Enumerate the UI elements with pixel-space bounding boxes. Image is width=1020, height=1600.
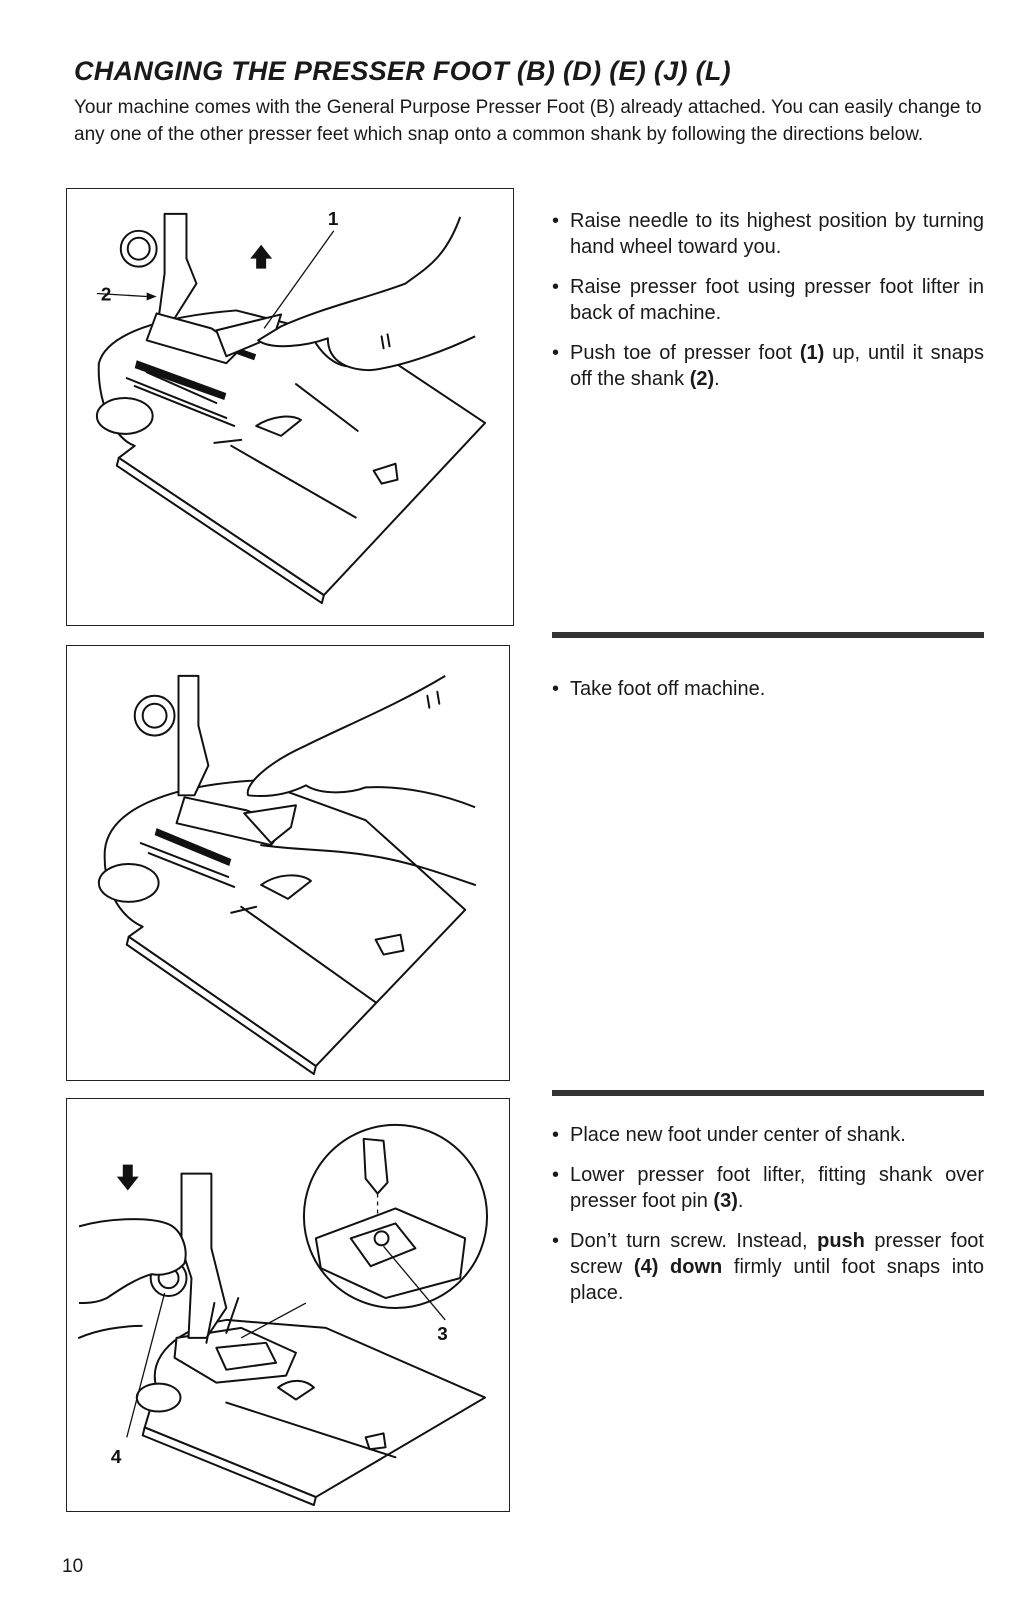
page-title: CHANGING THE PRESSER FOOT (B) (D) (E) (J… xyxy=(74,56,731,86)
illustration-attach-new-foot: 3 4 xyxy=(78,1123,489,1507)
figure-take-foot-off xyxy=(66,645,510,1081)
steps-attach-foot: Place new foot under center of shank. Lo… xyxy=(552,1122,984,1320)
callout-1: 1 xyxy=(328,209,339,230)
step-push-toe: Push toe of presser foot (1) up, until i… xyxy=(552,340,984,392)
steps-take-off: Take foot off machine. xyxy=(552,676,984,716)
step-take-foot-off: Take foot off machine. xyxy=(552,676,984,702)
step-raise-needle: Raise needle to its highest position by … xyxy=(552,208,984,260)
intro-paragraph: Your machine comes with the General Purp… xyxy=(74,97,982,145)
figure-remove-foot: 1 2 xyxy=(66,188,514,626)
illustration-remove-foot: 1 2 xyxy=(95,209,487,605)
figure-attach-new-foot: 3 4 xyxy=(66,1098,510,1512)
steps-remove-foot: Raise needle to its highest position by … xyxy=(552,208,984,406)
step-place-new-foot: Place new foot under center of shank. xyxy=(552,1122,984,1148)
page-number: 10 xyxy=(62,1556,84,1577)
step-push-screw: Don’t turn screw. Instead, push presser … xyxy=(552,1228,984,1306)
callout-3: 3 xyxy=(437,1324,448,1345)
callout-2: 2 xyxy=(101,284,112,305)
step-raise-presser-foot: Raise presser foot using presser foot li… xyxy=(552,274,984,326)
section-divider-1 xyxy=(552,632,984,638)
callout-4: 4 xyxy=(111,1447,122,1468)
section-divider-2 xyxy=(552,1090,984,1096)
illustration-take-foot-off xyxy=(97,674,477,1076)
step-lower-lifter: Lower presser foot lifter, fitting shank… xyxy=(552,1162,984,1214)
